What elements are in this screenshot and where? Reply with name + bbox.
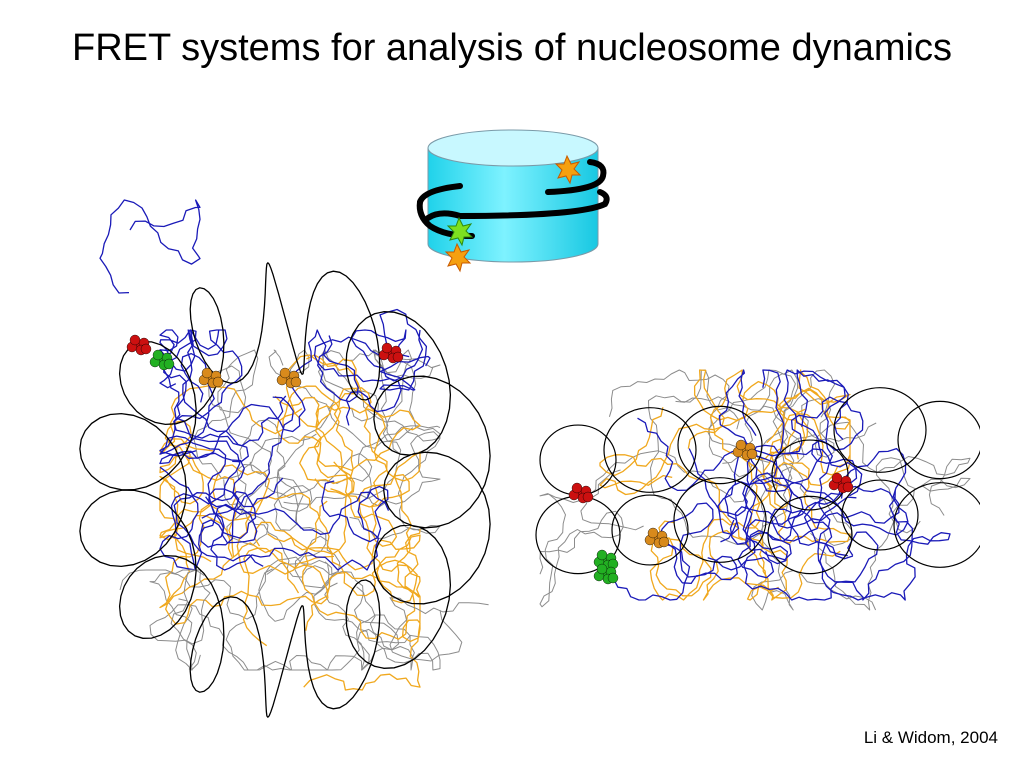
dna-gyre bbox=[611, 494, 689, 566]
histone-tail-gray bbox=[389, 597, 489, 662]
fluorophore-blob-icon bbox=[276, 367, 302, 389]
histone-backbone-blue bbox=[159, 477, 284, 571]
fluorophore-blob-icon bbox=[644, 527, 670, 549]
histone-backbone-gray bbox=[149, 586, 415, 671]
dna-gyre bbox=[771, 439, 849, 511]
histone-backbone-gray bbox=[801, 398, 971, 516]
histone-backbone-orange bbox=[769, 413, 851, 544]
dna-superhelix-icon bbox=[79, 261, 491, 719]
histone-backbone-blue bbox=[596, 502, 738, 601]
histone-backbone-orange bbox=[649, 461, 761, 601]
fluorophore-blob-icon bbox=[568, 482, 594, 504]
dna-gyre bbox=[603, 407, 697, 493]
fluorophore-star-icon bbox=[446, 216, 474, 247]
dna-gyre bbox=[841, 479, 919, 551]
slide-title: FRET systems for analysis of nucleosome … bbox=[72, 27, 952, 69]
fluorophore-blob-icon bbox=[732, 439, 758, 461]
nucleosome-face-view bbox=[79, 199, 491, 719]
histone-backbone-blue bbox=[688, 448, 804, 579]
dna-gyre bbox=[673, 477, 767, 563]
citation: Li & Widom, 2004 bbox=[863, 728, 998, 747]
fluorophore-blob-icon bbox=[378, 342, 404, 364]
histone-backbone-gray bbox=[239, 349, 331, 531]
fluorophore-blob-icon bbox=[828, 472, 854, 494]
fluorophore-blob-icon bbox=[593, 549, 619, 571]
dna-wrap-upper bbox=[545, 159, 607, 195]
histone-backbone-gray bbox=[225, 561, 441, 671]
histone-backbone-orange bbox=[599, 369, 785, 496]
histone-backbone-gray bbox=[539, 469, 624, 608]
histone-backbone-blue bbox=[743, 472, 909, 565]
fluorophore-star-icon bbox=[554, 154, 582, 185]
nucleosome-cylinder-icon bbox=[416, 129, 610, 273]
histone-backbone-blue bbox=[718, 369, 864, 499]
histone-backbone-blue bbox=[313, 329, 431, 426]
histone-backbone-blue bbox=[159, 329, 287, 447]
dna-gyre bbox=[893, 482, 980, 568]
histone-backbone-orange bbox=[276, 354, 421, 471]
histone-backbone-orange bbox=[303, 474, 421, 691]
histone-backbone-blue bbox=[720, 447, 907, 545]
histone-backbone-orange bbox=[599, 407, 841, 601]
histone-backbone-orange bbox=[274, 387, 398, 547]
histone-backbone-orange bbox=[159, 464, 300, 609]
fluorophore-blob-icon bbox=[126, 334, 152, 356]
dna-gyre bbox=[767, 495, 853, 575]
fluorophore-blob-icon bbox=[593, 563, 619, 585]
histone-backbone-gray bbox=[751, 466, 877, 611]
histone-backbone-blue bbox=[159, 435, 390, 535]
histone-backbone-orange bbox=[159, 385, 353, 555]
histone-backbone-blue bbox=[796, 369, 914, 601]
histone-backbone-orange bbox=[159, 514, 329, 647]
histone-backbone-orange bbox=[236, 492, 418, 631]
histone-backbone-blue bbox=[637, 369, 849, 493]
histone-backbone-blue bbox=[742, 444, 879, 601]
histone-backbone-gray bbox=[321, 349, 441, 507]
cylinder-top bbox=[427, 129, 599, 167]
histone-tail-gray bbox=[119, 569, 211, 645]
fluorophore-blob-icon bbox=[198, 367, 224, 389]
histone-backbone-orange bbox=[687, 369, 851, 460]
histone-tail-blue bbox=[99, 199, 201, 294]
histone-backbone-gray bbox=[149, 556, 330, 671]
histone-backbone-blue bbox=[205, 480, 389, 571]
dna-gyre bbox=[677, 405, 763, 485]
fluorophore-blob-icon bbox=[149, 349, 175, 371]
dna-gyre bbox=[833, 387, 927, 473]
histone-backbone-blue bbox=[173, 396, 294, 567]
fluorophore-star-icon bbox=[444, 242, 472, 273]
histone-backbone-gray bbox=[193, 349, 317, 479]
nucleosome-side-view bbox=[535, 369, 980, 611]
histone-backbone-gray bbox=[608, 369, 796, 463]
dna-wrap-front bbox=[425, 210, 463, 221]
histone-backbone-gray bbox=[223, 479, 400, 671]
dna-gyre bbox=[897, 400, 980, 480]
histone-tail-blue bbox=[379, 308, 428, 391]
